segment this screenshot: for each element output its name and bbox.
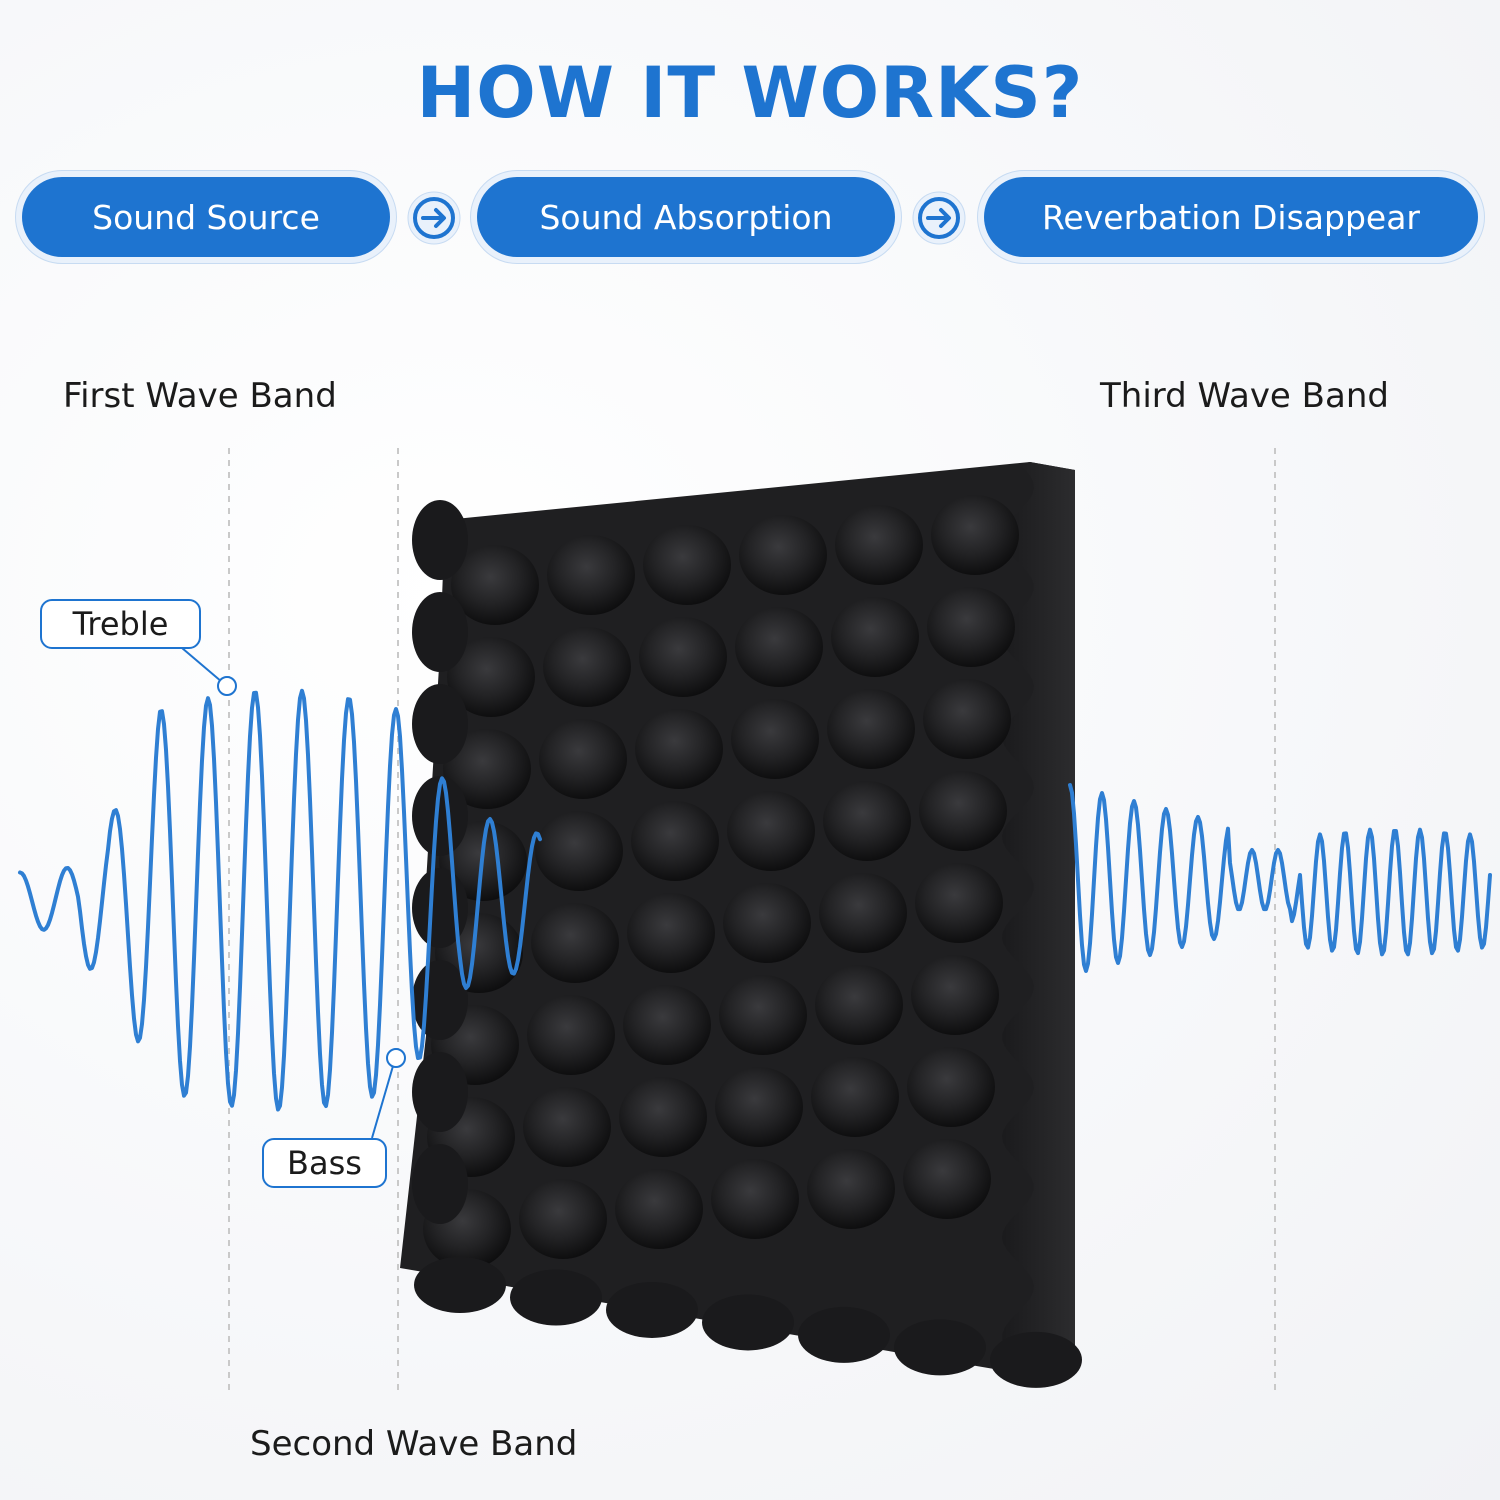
foam-bump [443, 729, 531, 809]
foam-bump [615, 1169, 703, 1249]
foam-bump [711, 1159, 799, 1239]
first-wave-band-label: First Wave Band [63, 376, 337, 416]
foam-bump [727, 791, 815, 871]
foam-bump [523, 1087, 611, 1167]
step-sound-absorption: Sound Absorption [470, 170, 902, 264]
foam-bump [831, 597, 919, 677]
foam-bump [815, 965, 903, 1045]
guide-lines [228, 448, 1276, 1390]
foam-bump [903, 1139, 991, 1219]
foam-edge-bump [510, 1269, 602, 1326]
foam-bump [531, 903, 619, 983]
foam-bump [643, 525, 731, 605]
foam-bump [527, 995, 615, 1075]
foam-bump [719, 975, 807, 1055]
foam-bump [535, 811, 623, 891]
foam-bump [927, 587, 1015, 667]
foam-bump [823, 781, 911, 861]
bass-marker [386, 1048, 406, 1068]
third-wave-band-label: Third Wave Band [1100, 376, 1389, 416]
foam-bump [731, 699, 819, 779]
bass-callout: Bass [262, 1138, 387, 1188]
foam-bump [635, 709, 723, 789]
arrow-right-circle-icon [407, 191, 461, 245]
foam-edge-bump [702, 1294, 794, 1351]
foam-bump [447, 637, 535, 717]
second-wave-band-label: Second Wave Band [250, 1424, 578, 1464]
foam-bump [827, 689, 915, 769]
foam-bump [623, 985, 711, 1065]
treble-leader-line [181, 647, 223, 683]
foam-bump [543, 627, 631, 707]
foam-bump [631, 801, 719, 881]
foam-bump [923, 679, 1011, 759]
foam-edge-bump [412, 592, 468, 672]
foam-bump [627, 893, 715, 973]
step-label: Reverbation Disappear [984, 177, 1478, 257]
step-sound-source: Sound Source [15, 170, 397, 264]
acoustic-foam-panel [400, 462, 1082, 1388]
arrow-right-circle-icon [912, 191, 966, 245]
foam-edge-bump [798, 1306, 890, 1363]
foam-bump [911, 955, 999, 1035]
foam-side-edge [1000, 462, 1075, 1372]
foam-bump [919, 771, 1007, 851]
foam-bump [835, 505, 923, 585]
foam-bump [451, 545, 539, 625]
foam-egg-crate-bumps [412, 495, 1082, 1388]
foam-bump [715, 1067, 803, 1147]
foam-bump [907, 1047, 995, 1127]
foam-edge-bump [894, 1319, 986, 1376]
foam-bump [519, 1179, 607, 1259]
foam-bump [739, 515, 827, 595]
foam-bump [639, 617, 727, 697]
page-title: HOW IT WORKS? [416, 52, 1084, 134]
foam-bump [619, 1077, 707, 1157]
foam-bump [915, 863, 1003, 943]
foam-bump [819, 873, 907, 953]
outgoing-sound-wave [1068, 783, 1492, 973]
foam-edge-bump [412, 776, 468, 856]
step-label: Sound Source [22, 177, 390, 257]
foam-edge-bump [414, 1257, 506, 1313]
foam-edge-bump [412, 1052, 468, 1132]
foam-bump [735, 607, 823, 687]
foam-bump [547, 535, 635, 615]
treble-callout: Treble [40, 599, 201, 649]
foam-bump [807, 1149, 895, 1229]
foam-bump [931, 495, 1019, 575]
foam-edge-bump [606, 1281, 698, 1338]
treble-marker [217, 676, 237, 696]
foam-bump [811, 1057, 899, 1137]
callout-leaders [181, 647, 406, 1139]
bass-leader-line [371, 1065, 394, 1139]
foam-edge-bump [990, 1331, 1082, 1388]
foam-edge-bump [412, 1144, 468, 1224]
step-label: Sound Absorption [477, 177, 895, 257]
incoming-sound-wave [18, 688, 542, 1112]
foam-edge-bump [412, 684, 468, 764]
foam-bump [723, 883, 811, 963]
step-reverberation-disappear: Reverbation Disappear [977, 170, 1485, 264]
foam-bump [539, 719, 627, 799]
foam-edge-bump [412, 500, 468, 580]
foam-edge-bump [412, 960, 468, 1040]
